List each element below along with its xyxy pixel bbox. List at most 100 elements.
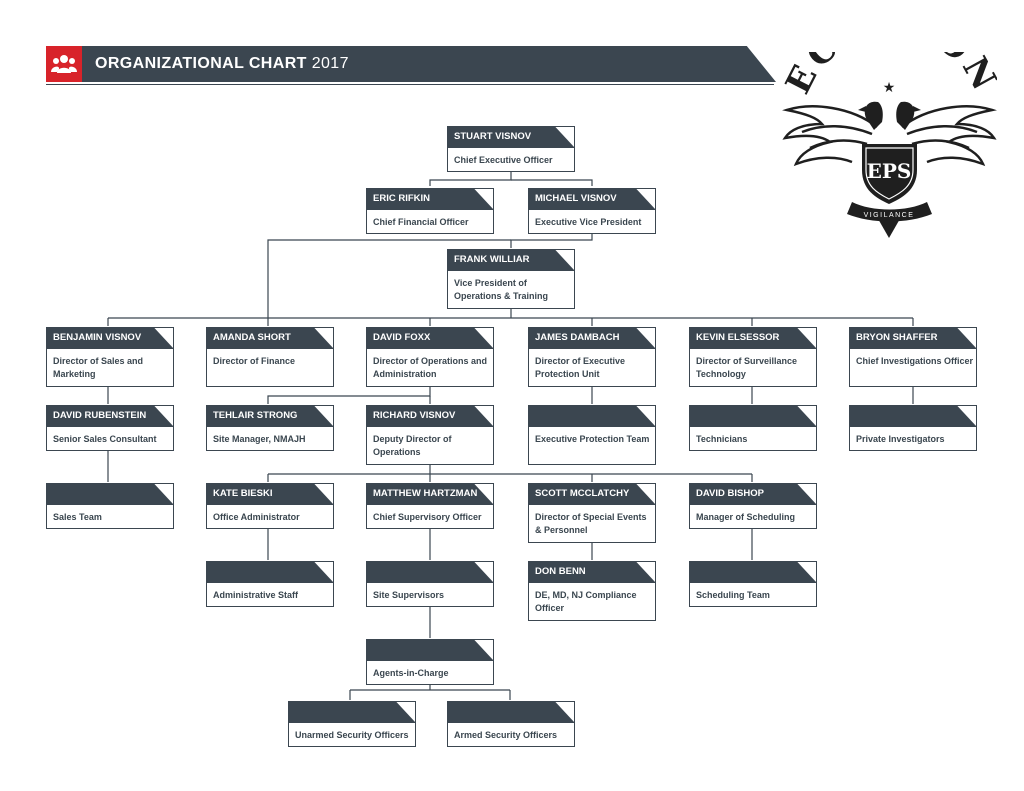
org-node-richard: RICHARD VISNOV Deputy Director of Operat… — [366, 405, 494, 465]
node-name: DON BENN — [535, 566, 586, 577]
node-title: Administrative Staff — [213, 590, 299, 600]
node-header — [366, 327, 494, 349]
node-header — [447, 701, 575, 723]
node-title: Director of Operations and Administratio… — [373, 356, 488, 379]
node-title: Director of Surveillance Technology — [696, 356, 798, 379]
node-title: Office Administrator — [213, 512, 300, 522]
node-header — [366, 639, 494, 661]
node-header — [206, 483, 334, 505]
logo-ribbon — [847, 202, 932, 222]
node-title: Executive Protection Team — [535, 434, 650, 444]
node-name: DAVID FOXX — [373, 332, 431, 343]
node-header — [849, 405, 977, 427]
eagle-heads — [858, 101, 921, 130]
org-node-don: DON BENN DE, MD, NJ Compliance Officer — [528, 561, 656, 621]
org-node-technicians: Technicians — [689, 405, 817, 451]
node-title: DE, MD, NJ Compliance Officer — [535, 590, 637, 613]
node-name: BRYON SHAFFER — [856, 332, 938, 343]
logo-motto: VIGILANCE — [864, 212, 915, 219]
node-header — [528, 188, 656, 210]
node-header — [46, 483, 174, 505]
node-name: RICHARD VISNOV — [373, 410, 456, 421]
node-header — [366, 405, 494, 427]
node-name: DAVID RUBENSTEIN — [53, 410, 147, 421]
node-title: Chief Financial Officer — [373, 217, 469, 227]
org-node-james: JAMES DAMBACH Director of Executive Prot… — [528, 327, 656, 387]
node-title: Scheduling Team — [696, 590, 770, 600]
org-node-benjamin: BENJAMIN VISNOV Director of Sales and Ma… — [46, 327, 174, 387]
node-title: Agents-in-Charge — [373, 668, 449, 678]
node-name: KEVIN ELSESSOR — [696, 332, 780, 343]
node-name: TEHLAIR STRONG — [213, 410, 298, 421]
org-node-sales-team: Sales Team — [46, 483, 174, 529]
node-title: Director of Special Events & Personnel — [535, 512, 647, 535]
org-node-private-investigators: Private Investigators — [849, 405, 977, 451]
page-title: ORGANIZATIONAL CHART 2017 — [95, 55, 349, 73]
node-name: AMANDA SHORT — [213, 332, 291, 343]
org-node-unarmed: Unarmed Security Officers — [288, 701, 416, 747]
node-header — [288, 701, 416, 723]
people-group-icon — [51, 55, 77, 73]
node-header — [689, 561, 817, 583]
org-node-admin-staff: Administrative Staff — [206, 561, 334, 607]
page-title-year: 2017 — [311, 55, 349, 72]
node-name: FRANK WILLIAR — [454, 254, 530, 265]
org-node-site-supervisors: Site Supervisors — [366, 561, 494, 607]
org-node-scott: SCOTT MCCLATCHY Director of Special Even… — [528, 483, 656, 543]
node-header — [366, 483, 494, 505]
node-title: Site Supervisors — [373, 590, 445, 600]
node-header — [447, 126, 575, 148]
node-name: DAVID BISHOP — [696, 488, 764, 499]
logo-shield — [862, 144, 917, 204]
node-title: Deputy Director of Operations — [373, 434, 452, 457]
node-title: Technicians — [696, 434, 748, 444]
node-title: Private Investigators — [856, 434, 945, 444]
org-node-kate: KATE BIESKI Office Administrator — [206, 483, 334, 529]
org-node-kevin: KEVIN ELSESSOR Director of Surveillance … — [689, 327, 817, 387]
node-header — [689, 327, 817, 349]
star-icon: ★ — [883, 79, 896, 95]
node-name: STUART VISNOV — [454, 131, 532, 142]
node-header — [528, 327, 656, 349]
node-header — [528, 561, 656, 583]
header-rule — [46, 84, 774, 85]
node-title: Director of Finance — [213, 356, 296, 366]
node-header — [689, 405, 817, 427]
org-node-amanda: AMANDA SHORT Director of Finance — [206, 327, 334, 387]
page-title-text: ORGANIZATIONAL CHART — [95, 55, 307, 72]
header-bar — [46, 46, 776, 82]
org-node-bryon: BRYON SHAFFER Chief Investigations Offic… — [849, 327, 977, 387]
node-title: Director of Executive Protection Unit — [535, 356, 626, 379]
node-name: MICHAEL VISNOV — [535, 193, 617, 204]
org-node-scheduling-team: Scheduling Team — [689, 561, 817, 607]
node-name: SCOTT MCCLATCHY — [535, 488, 630, 499]
node-header — [849, 327, 977, 349]
node-name: ERIC RIFKIN — [373, 193, 430, 204]
org-node-david-bishop: DAVID BISHOP Manager of Scheduling — [689, 483, 817, 529]
node-name: MATTHEW HARTZMAN — [373, 488, 478, 499]
node-title: Senior Sales Consultant — [53, 434, 157, 444]
node-header — [206, 561, 334, 583]
org-node-tehlair: TEHLAIR STRONG Site Manager, NMAJH — [206, 405, 334, 451]
org-node-david-foxx: DAVID FOXX Director of Operations and Ad… — [366, 327, 494, 387]
org-node-armed: Armed Security Officers — [447, 701, 575, 747]
org-node-ep-team: Executive Protection Team — [528, 405, 656, 465]
header-icon-box — [46, 46, 82, 82]
node-title: Vice President of Operations & Training — [454, 278, 549, 301]
node-header — [528, 483, 656, 505]
node-title: Unarmed Security Officers — [295, 730, 409, 740]
node-header — [206, 327, 334, 349]
node-header — [528, 405, 656, 427]
eagle-crest-icon: ECHELON ★ EPS VIGILANCE — [782, 52, 997, 238]
org-node-matthew: MATTHEW HARTZMAN Chief Supervisory Offic… — [366, 483, 494, 529]
node-header — [366, 188, 494, 210]
node-header — [366, 561, 494, 583]
node-name: BENJAMIN VISNOV — [53, 332, 142, 343]
node-name: JAMES DAMBACH — [535, 332, 620, 343]
node-title: Chief Executive Officer — [454, 155, 553, 165]
node-header — [206, 405, 334, 427]
node-title: Executive Vice President — [535, 217, 642, 227]
node-header — [46, 405, 174, 427]
node-title: Director of Sales and Marketing — [53, 356, 144, 379]
